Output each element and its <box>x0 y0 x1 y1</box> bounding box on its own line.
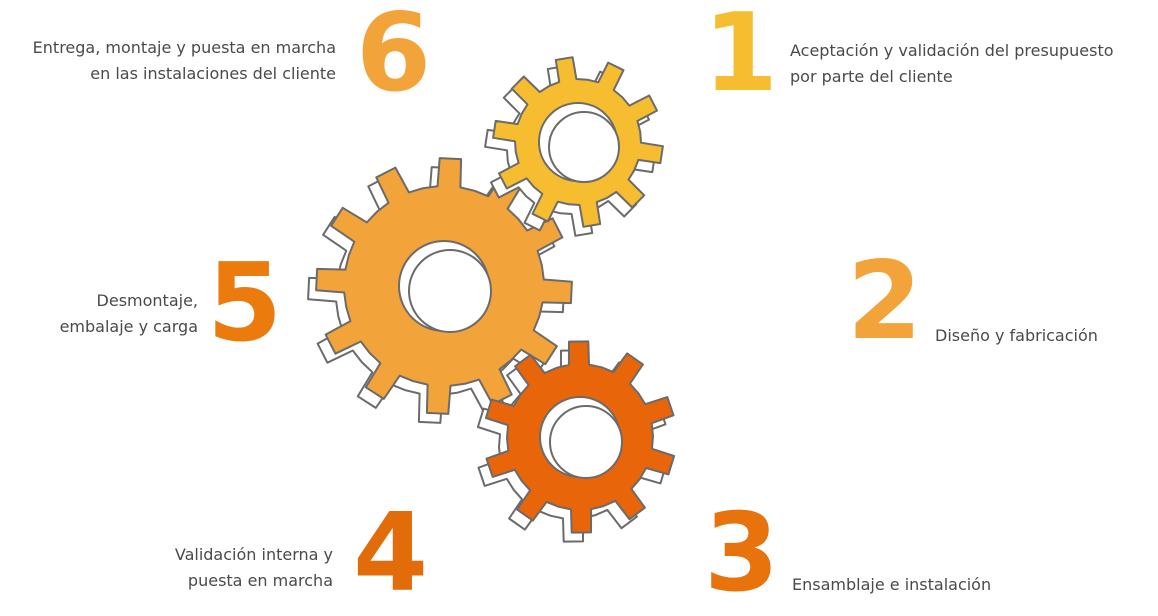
small-yellow-gear-hole-inner <box>548 111 620 183</box>
gear-cluster <box>307 56 676 543</box>
step-6-label: Entrega, montaje y puesta en marcha en l… <box>33 35 336 87</box>
step-4-number: 4 <box>353 491 428 616</box>
small-yellow-gear <box>484 56 664 237</box>
large-orange-gear-hole-inner <box>408 249 492 333</box>
dark-orange-gear <box>476 340 676 543</box>
step-6-label-line-1: Entrega, montaje y puesta en marcha <box>32 38 336 57</box>
step-5-label-line-2: embalaje y carga <box>59 317 198 336</box>
step-1-label: Aceptación y validación del presupuesto … <box>790 38 1114 90</box>
step-5-label: Desmontaje, embalaje y carga <box>60 288 198 340</box>
large-orange-gear <box>307 157 573 424</box>
step-4-label: Validación interna y puesta en marcha <box>175 542 333 594</box>
step-3-number: 3 <box>704 491 779 616</box>
step-1-label-line-1: Aceptación y validación del presupuesto <box>790 41 1114 60</box>
step-6-number: 6 <box>356 0 431 116</box>
step-5-number: 5 <box>207 241 282 366</box>
step-3-label-line-1: Ensamblaje e instalación <box>792 575 992 594</box>
step-2-number: 2 <box>847 239 922 364</box>
step-3-label: Ensamblaje e instalación <box>792 572 991 598</box>
step-1-label-line-2: por parte del cliente <box>790 67 953 86</box>
step-1-number: 1 <box>703 0 778 116</box>
dark-orange-gear-hole-inner <box>549 405 623 479</box>
step-2-label-line-1: Diseño y fabricación <box>935 326 1098 345</box>
step-4-label-line-2: puesta en marcha <box>187 571 333 590</box>
step-2-label: Diseño y fabricación <box>935 323 1098 349</box>
step-6-label-line-2: en las instalaciones del cliente <box>90 64 336 83</box>
step-4-label-line-1: Validación interna y <box>174 545 333 564</box>
step-5-label-line-1: Desmontaje, <box>96 291 198 310</box>
